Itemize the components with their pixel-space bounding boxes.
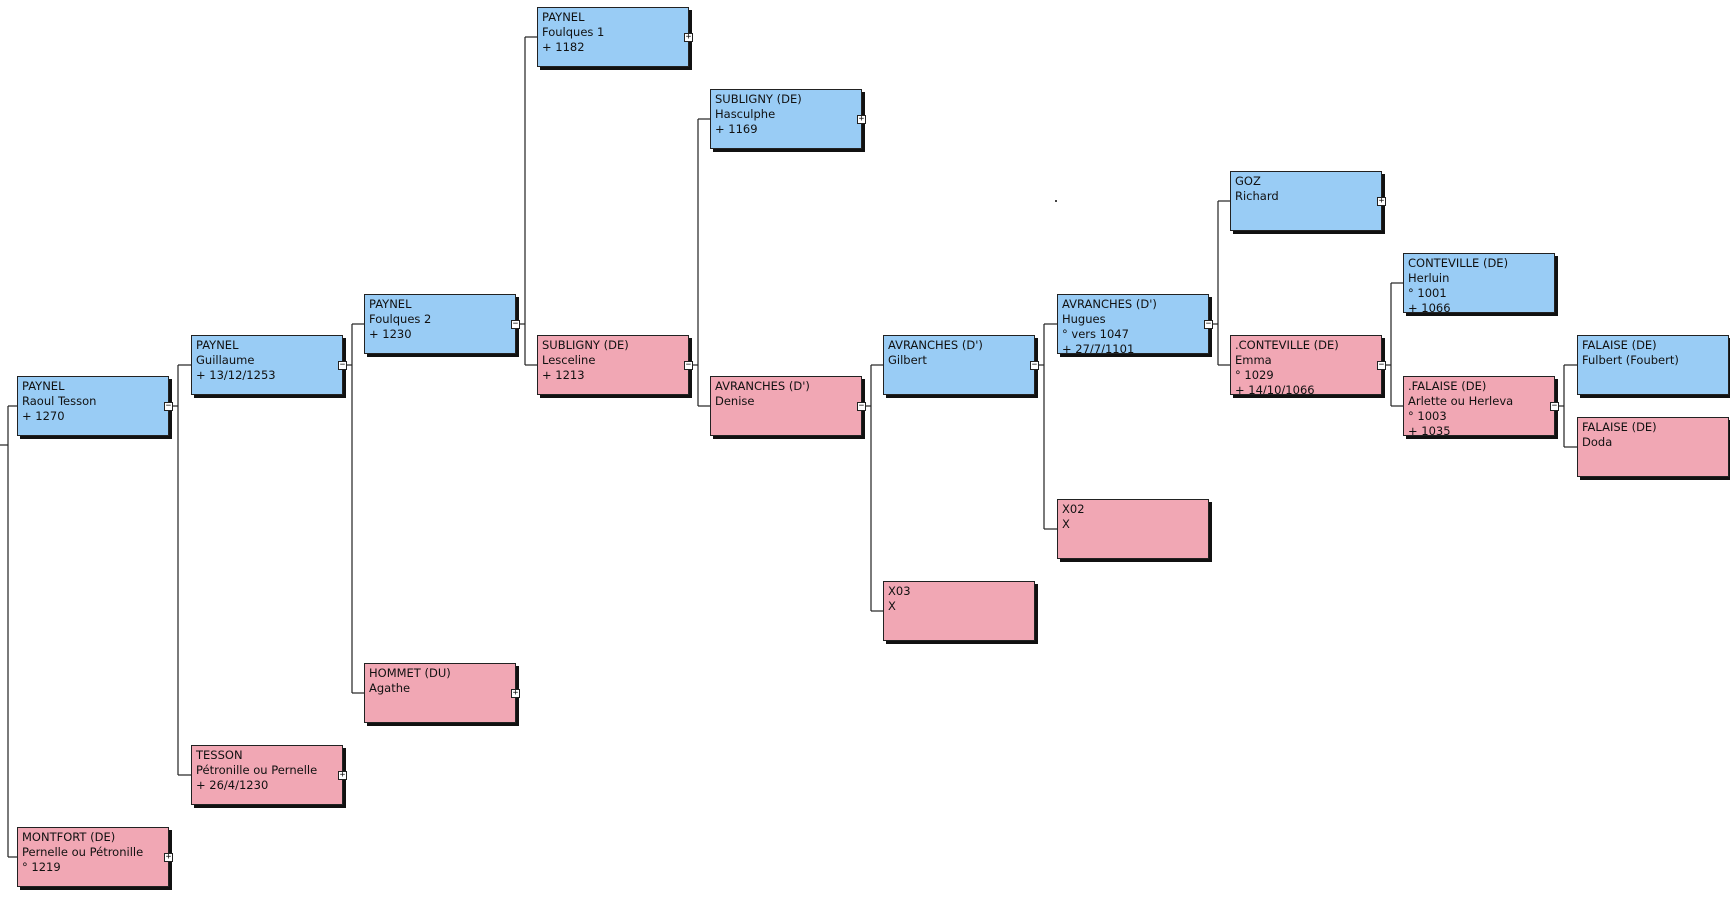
person-date: ° vers 1047 — [1062, 327, 1129, 341]
stray-dot — [1055, 200, 1057, 202]
collapse-icon[interactable]: − — [1204, 319, 1213, 329]
collapse-icon[interactable]: − — [684, 360, 693, 370]
person-surname: GOZ — [1235, 174, 1261, 188]
person-surname: SUBLIGNY (DE) — [715, 92, 802, 106]
person-given-name: Doda — [1582, 435, 1613, 449]
person-box-hommet[interactable]: HOMMET (DU)Agathe — [364, 663, 516, 723]
person-given-name: X — [888, 599, 896, 613]
person-box-pernelle[interactable]: MONTFORT (DE)Pernelle ou Pétronille° 121… — [17, 827, 169, 887]
person-date: + 26/4/1230 — [196, 778, 269, 792]
person-box-denise[interactable]: AVRANCHES (D')Denise — [710, 376, 862, 436]
person-surname: AVRANCHES (D') — [888, 338, 983, 352]
collapse-icon[interactable]: − — [857, 401, 866, 411]
person-given-name: Gilbert — [888, 353, 927, 367]
expand-icon[interactable]: + — [857, 114, 866, 124]
person-date: ° 1001 — [1408, 286, 1447, 300]
person-given-name: Foulques 2 — [369, 312, 432, 326]
person-box-hasculphe[interactable]: SUBLIGNY (DE)Hasculphe+ 1169 — [710, 89, 862, 149]
person-box-lesceline[interactable]: SUBLIGNY (DE)Lesceline+ 1213 — [537, 335, 689, 395]
person-date: + 1169 — [715, 122, 758, 136]
collapse-icon[interactable]: − — [1550, 401, 1559, 411]
person-date: ° 1029 — [1235, 368, 1274, 382]
person-date: + 1230 — [369, 327, 412, 341]
person-date: + 13/12/1253 — [196, 368, 276, 382]
person-given-name: Foulques 1 — [542, 25, 605, 39]
expand-icon[interactable]: + — [684, 32, 693, 42]
collapse-icon[interactable]: − — [511, 319, 520, 329]
person-date: + 1035 — [1408, 424, 1451, 436]
person-given-name: Agathe — [369, 681, 411, 695]
person-box-arlette[interactable]: .FALAISE (DE)Arlette ou Herleva° 1003+ 1… — [1403, 376, 1555, 436]
person-date: + 1213 — [542, 368, 585, 382]
person-surname: PAYNEL — [542, 10, 585, 24]
person-given-name: Fulbert (Foubert) — [1582, 353, 1679, 367]
person-surname: TESSON — [196, 748, 243, 762]
person-box-doda[interactable]: FALAISE (DE)Doda — [1577, 417, 1729, 477]
person-surname: SUBLIGNY (DE) — [542, 338, 629, 352]
person-surname: PAYNEL — [22, 379, 65, 393]
expand-icon[interactable]: + — [511, 688, 520, 698]
person-given-name: Herluin — [1408, 271, 1450, 285]
expand-icon[interactable]: + — [164, 852, 173, 862]
collapse-icon[interactable]: − — [1377, 360, 1386, 370]
person-given-name: Denise — [715, 394, 755, 408]
person-given-name: Pétronille ou Pernelle — [196, 763, 318, 777]
person-date: + 1182 — [542, 40, 585, 54]
person-surname: PAYNEL — [196, 338, 239, 352]
expand-icon[interactable]: + — [338, 770, 347, 780]
person-date: + 1270 — [22, 409, 65, 423]
expand-icon[interactable]: + — [1377, 196, 1386, 206]
person-given-name: Emma — [1235, 353, 1272, 367]
person-surname: FALAISE (DE) — [1582, 420, 1657, 434]
collapse-icon[interactable]: − — [1030, 360, 1039, 370]
person-date: ° 1219 — [22, 860, 61, 874]
person-box-herluin[interactable]: CONTEVILLE (DE)Herluin° 1001+ 1066 — [1403, 253, 1555, 313]
person-surname: X03 — [888, 584, 911, 598]
person-surname: CONTEVILLE (DE) — [1408, 256, 1509, 270]
person-given-name: X — [1062, 517, 1070, 531]
person-surname: FALAISE (DE) — [1582, 338, 1657, 352]
person-date: ° 1003 — [1408, 409, 1447, 423]
person-given-name: Hasculphe — [715, 107, 776, 121]
person-surname: .FALAISE (DE) — [1408, 379, 1487, 393]
person-box-emma[interactable]: .CONTEVILLE (DE)Emma° 1029+ 14/10/1066 — [1230, 335, 1382, 395]
person-surname: .CONTEVILLE (DE) — [1235, 338, 1339, 352]
person-surname: X02 — [1062, 502, 1085, 516]
person-given-name: Richard — [1235, 189, 1279, 203]
person-given-name: Arlette ou Herleva — [1408, 394, 1514, 408]
person-box-fulbert[interactable]: FALAISE (DE)Fulbert (Foubert) — [1577, 335, 1729, 395]
collapse-icon[interactable]: − — [164, 401, 173, 411]
person-box-gilbert[interactable]: AVRANCHES (D')Gilbert — [883, 335, 1035, 395]
person-surname: AVRANCHES (D') — [715, 379, 810, 393]
person-date: + 14/10/1066 — [1235, 383, 1315, 395]
person-surname: HOMMET (DU) — [369, 666, 451, 680]
person-date: + 27/7/1101 — [1062, 342, 1135, 354]
person-given-name: Pernelle ou Pétronille — [22, 845, 144, 859]
person-box-hugues[interactable]: AVRANCHES (D')Hugues° vers 1047+ 27/7/11… — [1057, 294, 1209, 354]
person-date: + 1066 — [1408, 301, 1451, 313]
person-surname: MONTFORT (DE) — [22, 830, 116, 844]
person-given-name: Raoul Tesson — [22, 394, 97, 408]
person-given-name: Lesceline — [542, 353, 596, 367]
person-given-name: Guillaume — [196, 353, 255, 367]
person-given-name: Hugues — [1062, 312, 1106, 326]
person-surname: AVRANCHES (D') — [1062, 297, 1157, 311]
person-surname: PAYNEL — [369, 297, 412, 311]
collapse-icon[interactable]: − — [338, 360, 347, 370]
